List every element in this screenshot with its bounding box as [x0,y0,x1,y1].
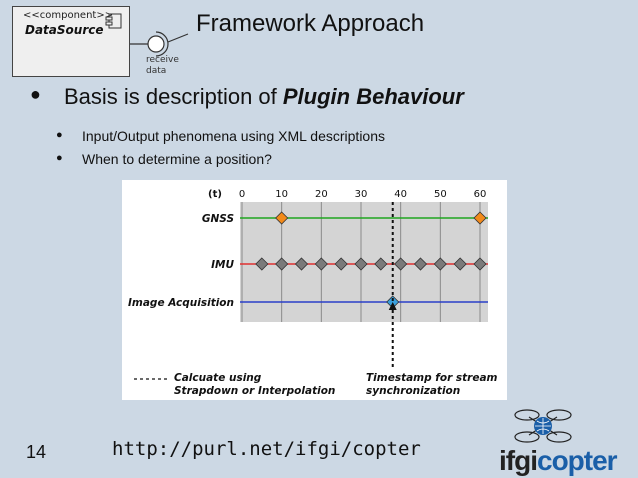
event-marker [275,211,289,225]
row-label: Image Acquisition [128,297,234,309]
event-marker [255,257,269,271]
tick-label: 20 [315,189,328,200]
tick-label: 60 [474,189,487,200]
bullet-dot-icon: ● [30,84,41,104]
bullet-dot-icon: ● [56,129,63,141]
sub-bullet-text: Input/Output phenomena using XML descrip… [82,128,386,144]
axis-label: (t) [208,189,222,200]
legend-dashed-line1: Calcuate using [174,372,262,384]
bullet-dot-icon: ● [56,152,63,164]
tick-label: 50 [434,189,447,200]
event-marker [314,257,328,271]
event-marker [374,257,388,271]
page-number: 14 [26,442,47,462]
ifgicopter-logo: ifgicopter [485,405,635,476]
row-label: IMU [211,259,234,271]
main-bullet-text: Basis is description of [64,84,283,109]
footer-url[interactable]: http://purl.net/ifgi/copter [112,438,421,460]
tick-label: 30 [355,189,368,200]
legend-dashed-line2: Strapdown or Interpolation [174,385,335,397]
receive-interface-icon [130,31,189,57]
event-marker [453,257,467,271]
legend-arrow-line1: Timestamp for stream [366,372,498,384]
event-marker [413,257,428,271]
drone-logo-icon [514,409,572,443]
event-marker [433,257,447,271]
tick-label: 10 [275,189,288,200]
component-icon [105,13,122,29]
tick-label: 40 [394,189,407,200]
slide-title: Framework Approach [196,10,425,37]
event-marker [354,257,368,271]
event-marker [473,211,487,225]
component-name: DataSource [25,23,104,37]
timing-diagram-svg: (t) 0 10 20 30 40 50 60 GNSS IMU Image Acquisiti… [128,189,498,397]
event-marker [294,257,309,271]
event-marker [473,257,487,271]
component-stereotype: <<component>> [23,10,114,21]
component-datasource: <<component>> DataSource [12,6,130,77]
interface-label: receive data [146,55,179,76]
event-marker [334,257,348,271]
timing-diagram: (t) 0 10 20 30 40 50 60 GNSS IMU Image Acquisiti… [122,180,507,400]
logo-text-copter: copter [537,445,618,476]
logo-text-ifgi: ifgi [499,445,538,476]
tick-label: 0 [239,189,245,200]
row-label: GNSS [202,213,234,225]
event-marker [394,257,408,271]
main-bullet-emphasis: Plugin Behaviour [282,84,464,109]
sub-bullet-text: When to determine a position? [82,151,272,167]
sync-arrow-icon [388,302,397,310]
legend-arrow-line2: synchronization [366,385,460,397]
event-marker [275,257,289,271]
